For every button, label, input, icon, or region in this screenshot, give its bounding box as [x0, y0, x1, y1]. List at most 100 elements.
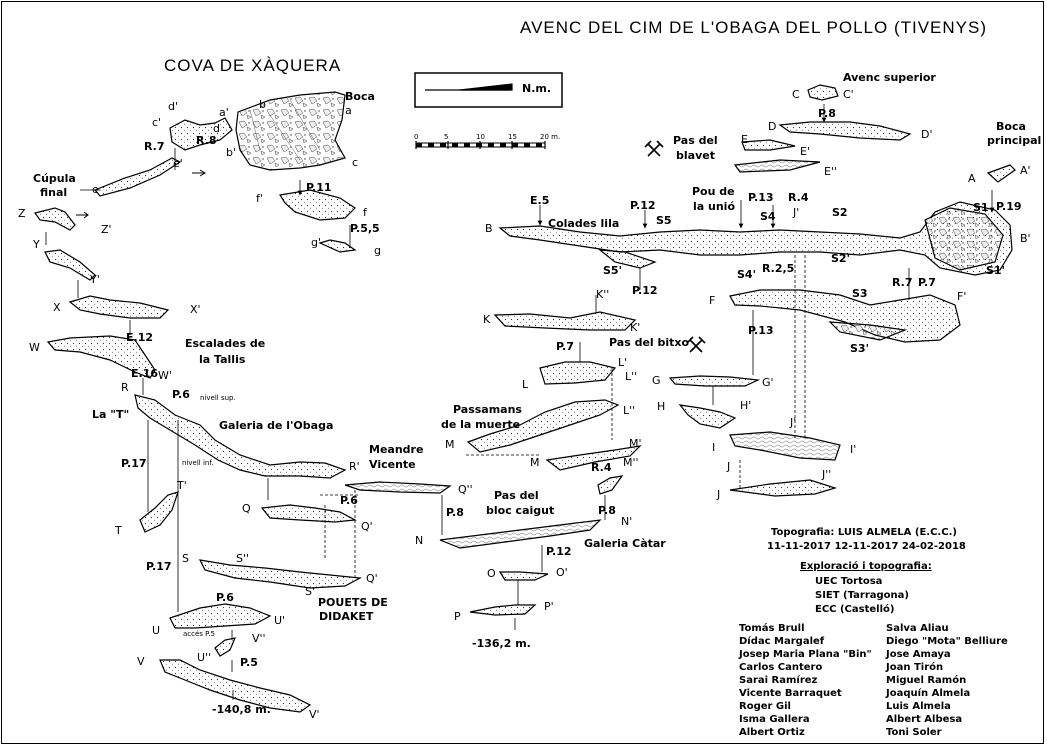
station-U2: U'	[274, 614, 286, 627]
station-S: S	[182, 552, 189, 565]
station-F2: F'	[957, 290, 967, 303]
label-escalades-2: la Tallis	[199, 353, 246, 366]
pitch-p12c: P.12	[546, 545, 572, 558]
station-M: M	[445, 438, 455, 451]
scale-tick-20: 20 m.	[540, 133, 561, 141]
station-S3b: S3'	[850, 342, 869, 355]
label-cupula-1: Cúpula	[33, 172, 76, 185]
station-S2b: S2'	[831, 252, 850, 265]
credit-person: Dídac Margalef	[739, 636, 825, 647]
station-X2: X'	[190, 303, 201, 316]
credit-person: Jose Amaya	[886, 649, 951, 660]
pitch-r7: R.7	[144, 140, 165, 153]
station-f2: f'	[256, 192, 263, 205]
station-c: c	[352, 156, 359, 169]
station-H: H	[657, 400, 666, 413]
label-pou-1: Pou de	[692, 185, 735, 198]
station-G: G	[652, 374, 661, 387]
pitch-p11: P.11	[306, 181, 332, 194]
station-a2: a'	[219, 106, 229, 119]
avenc-depth: -136,2 m.	[472, 637, 531, 650]
station-H2: H'	[740, 399, 752, 412]
station-Z2: Z'	[101, 223, 112, 236]
pitch-p7b: P.7	[556, 340, 574, 353]
credit-person: Tomás Brull	[739, 623, 805, 634]
label-passamans-2: de la muerte	[441, 418, 521, 431]
pitch-p17a: P.17	[121, 457, 147, 470]
label-escalades-1: Escalades de	[185, 337, 266, 350]
station-Q-meandre: Q''	[458, 483, 473, 496]
pitch-r8: R.8	[196, 134, 217, 147]
label-meandre-2: Vicente	[369, 458, 416, 471]
label-avenc-superior: Avenc superior	[843, 71, 936, 84]
xaquera-title: COVA DE XÀQUERA	[164, 56, 342, 75]
scale-tick-0: 0	[414, 133, 419, 141]
credit-person: Salva Aliau	[886, 623, 949, 634]
pitch-r7: R.7	[892, 276, 913, 289]
pitch-r4b: R.4	[591, 461, 612, 474]
avenc-lower-galleries	[344, 311, 841, 616]
station-C: C	[792, 88, 800, 101]
station-G2: G'	[762, 376, 774, 389]
station-T: T	[115, 524, 122, 537]
label-bloc-2: bloc caigut	[486, 504, 555, 517]
station-F: F	[709, 294, 716, 307]
station-S3: S3	[852, 287, 868, 300]
credit-person: Isma Gallera	[739, 714, 810, 725]
station-A: A	[968, 172, 976, 185]
station-b2: b'	[226, 146, 237, 159]
station-E2: E'	[800, 145, 810, 158]
credit-explo-title: Exploració i topografia:	[800, 561, 932, 572]
pitch-p6a: P.6	[172, 388, 190, 401]
station-S2: S'	[305, 585, 316, 598]
credit-person: Diego "Mota" Belliure	[886, 636, 1008, 647]
station-Q2: Q'	[361, 520, 373, 533]
station-Y2: Y'	[90, 273, 100, 286]
station-f: f	[363, 206, 367, 219]
label-pou-2: la unió	[693, 200, 736, 213]
station-V3: V''	[252, 632, 266, 645]
avenc-section-lines	[441, 104, 995, 630]
station-P: P	[454, 610, 461, 623]
station-X: X	[53, 301, 61, 314]
pitch-e5: E.5	[530, 194, 550, 207]
pitch-p8c: P.8	[598, 504, 616, 517]
station-N2: N'	[621, 515, 633, 528]
station-W: W	[29, 341, 40, 354]
station-Q3: Q'	[366, 572, 378, 585]
xaquera-entrance-hall	[94, 91, 357, 253]
label-bloc-1: Pas del	[494, 489, 539, 502]
station-M2: M'	[629, 437, 642, 450]
station-E3: E''	[824, 165, 837, 178]
pitch-r25: R.2,5	[762, 262, 795, 275]
pitch-p19: P.19	[996, 200, 1022, 213]
label-la-t: La "T"	[92, 408, 130, 421]
label-boca: Boca	[345, 90, 375, 103]
pitch-p12b: P.12	[632, 284, 658, 297]
station-I: I	[712, 441, 716, 454]
pitch-p8a: P.8	[818, 107, 836, 120]
scale-tick-10: 10	[476, 133, 485, 141]
station-S1: S1	[973, 201, 989, 214]
station-g: g	[374, 244, 381, 257]
station-S5b: S5'	[603, 264, 622, 277]
label-passamans-1: Passamans	[453, 403, 522, 416]
pitch-r4a: R.4	[788, 191, 809, 204]
station-V2: V'	[309, 708, 320, 721]
credit-person: Toni Soler	[886, 727, 942, 738]
label-cupula-2: final	[40, 186, 68, 199]
station-L4: L''	[623, 404, 636, 417]
station-D: D	[768, 120, 777, 133]
station-S4b: S4'	[737, 268, 756, 281]
credit-person: Albert Albesa	[886, 714, 963, 725]
crossed-hammers-icons	[644, 140, 706, 353]
station-d: d	[213, 122, 220, 135]
station-K: K	[483, 313, 491, 326]
station-O: O	[487, 567, 496, 580]
label-catar: Galeria Càtar	[584, 537, 666, 550]
label-acces-p5: accés P.5	[183, 630, 215, 638]
scale-bar	[415, 141, 546, 149]
station-O2: O'	[556, 566, 568, 579]
scale-tick-5: 5	[444, 133, 449, 141]
